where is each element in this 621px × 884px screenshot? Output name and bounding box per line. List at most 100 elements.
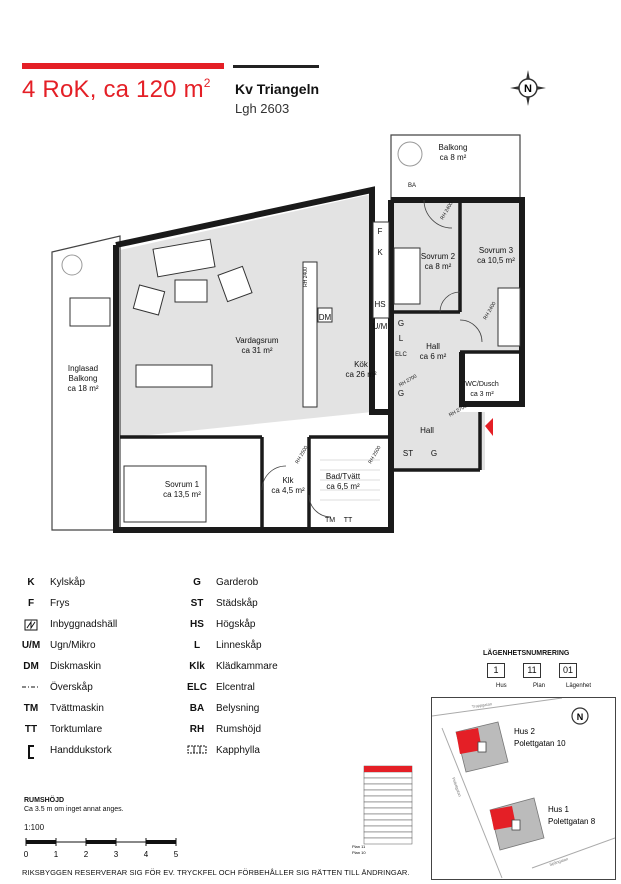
coat-rack-icon (187, 745, 207, 754)
legend-code: ST (190, 598, 204, 609)
room-hall-entrance: Hall (420, 426, 434, 435)
towel-dryer-icon (28, 745, 34, 759)
legend-text: Garderob (216, 577, 259, 588)
floor-row (363, 807, 413, 815)
scale-tick-0: 0 (24, 850, 29, 859)
current-floor (364, 766, 412, 772)
legend-text: Klädkammare (216, 661, 278, 672)
floor-row (363, 819, 413, 827)
legend-code: G (193, 577, 201, 588)
legend-code: TM (23, 703, 39, 714)
mark-tm: TM (324, 517, 336, 524)
legend-code: F (27, 598, 35, 609)
mark-g-2: G (397, 389, 405, 398)
floor-row (363, 783, 413, 791)
legend-code: BA (189, 703, 205, 714)
legend-code: K (27, 577, 35, 588)
floor-label-11: Plan 11 (352, 844, 366, 849)
floor-row (363, 795, 413, 803)
legend-text: Överskåp (50, 682, 93, 693)
accent-bar (22, 63, 224, 69)
number-lagenhet: 01 (559, 663, 577, 678)
siteplan-hus2-address: Polettgatan 10 (514, 739, 566, 748)
street-spangatan: Spångatan (549, 856, 569, 867)
site-plan: N Hus 2 Polettgatan 10 Hus 1 Polettgatan… (431, 697, 616, 880)
siteplan-hus2: Hus 2 (514, 727, 535, 736)
mark-elc: ELC (395, 352, 407, 358)
floor-row (363, 801, 413, 809)
building-section: Plan 11 Plan 10 (352, 765, 413, 855)
mark-um: U/M (372, 322, 388, 331)
legend-text: Belysning (216, 703, 260, 714)
legend-text: Högskåp (216, 619, 256, 630)
mark-st: ST (402, 449, 414, 458)
legend-text: Kapphylla (216, 745, 260, 756)
floor-row (363, 831, 413, 839)
dash-dot-line-icon (22, 686, 40, 688)
number-hus: 1 (487, 663, 505, 678)
mark-tt: TT (343, 517, 353, 524)
legend-code: RH (189, 724, 205, 735)
numbering-title: LÄGENHETSNUMRERING (483, 650, 570, 657)
floor-row (363, 813, 413, 821)
induction-hob-icon (24, 619, 38, 631)
floor-plan (51, 134, 525, 533)
siteplan-compass-icon (571, 707, 589, 725)
legend-text: Linneskåp (216, 640, 262, 651)
height-title: RUMSHÖJD (24, 797, 65, 804)
floor-row (363, 825, 413, 833)
mark-dm: DM (318, 313, 332, 322)
scale-bar: 0 1 2 3 4 5 (24, 838, 179, 859)
legend-code: HS (190, 619, 204, 630)
scale-tick-2: 2 (84, 850, 89, 859)
scale-ratio: 1:100 (24, 823, 45, 832)
legend-text: Tvättmaskin (50, 703, 104, 714)
mark-ba: BA (407, 183, 416, 189)
legend-code: L (193, 640, 201, 651)
caption-plan: Plan (533, 683, 546, 689)
scale-tick-3: 3 (114, 850, 119, 859)
floor-label-10: Plan 10 (352, 850, 366, 855)
floor-row (363, 789, 413, 797)
mark-g-3: G (430, 449, 438, 458)
mark-g-1: G (397, 319, 405, 328)
mark-hs: HS (374, 300, 386, 309)
compass-letter: N (524, 83, 532, 95)
street-polettgatan: Polettgatan (451, 777, 463, 798)
legend-text: Torktumlare (50, 724, 103, 735)
legend-text: Handdukstork (50, 745, 112, 756)
scale-tick-5: 5 (174, 850, 179, 859)
apartment-number: Lgh 2603 (235, 101, 290, 116)
entrance-arrow (485, 418, 493, 436)
legend-code: TT (24, 724, 38, 735)
scale-tick-1: 1 (54, 850, 59, 859)
caption-hus: Hus (496, 683, 507, 689)
floor-row (363, 837, 413, 845)
number-plan: 11 (523, 663, 541, 678)
legend-text: Rumshöjd (216, 724, 262, 735)
floor-row (363, 777, 413, 785)
floor-row (363, 771, 413, 779)
mark-k: K (377, 248, 383, 257)
legend-text: Kylskåp (50, 577, 86, 588)
street-trappgatan: Trappgatan (471, 701, 492, 709)
legend-text: Diskmaskin (50, 661, 102, 672)
mark-l: L (398, 334, 404, 343)
legend-text: Elcentral (216, 682, 255, 693)
legend-code: U/M (21, 640, 41, 651)
legend-text: Ugn/Mikro (50, 640, 96, 651)
divider-bar (233, 65, 319, 68)
height-text: Ca 3.5 m om inget annat anges. (24, 806, 124, 813)
legend-text: Frys (50, 598, 70, 609)
legend-text: Inbyggnadshäll (50, 619, 118, 630)
legend-text: Städskåp (216, 598, 258, 609)
mark-f: F (377, 227, 383, 236)
